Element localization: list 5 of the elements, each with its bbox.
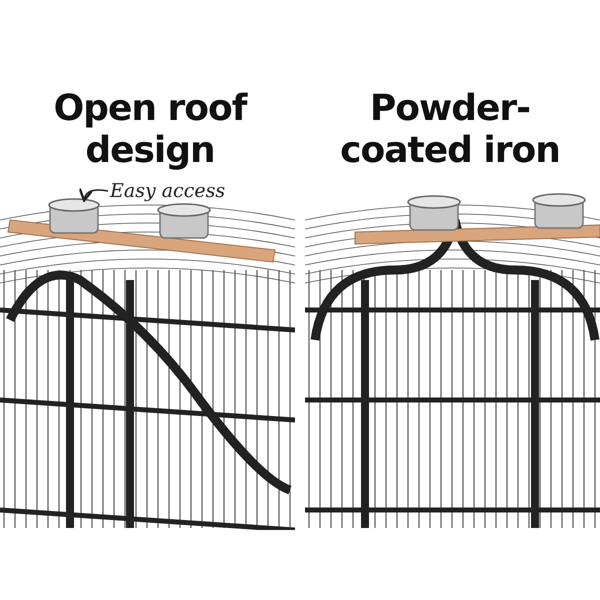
arrow	[79, 186, 108, 202]
annotation-text: Easy access	[110, 180, 226, 202]
food-bowl	[48, 197, 100, 235]
heading: Open roof design	[52, 88, 249, 172]
heading: Powder-coated iron	[339, 88, 561, 172]
